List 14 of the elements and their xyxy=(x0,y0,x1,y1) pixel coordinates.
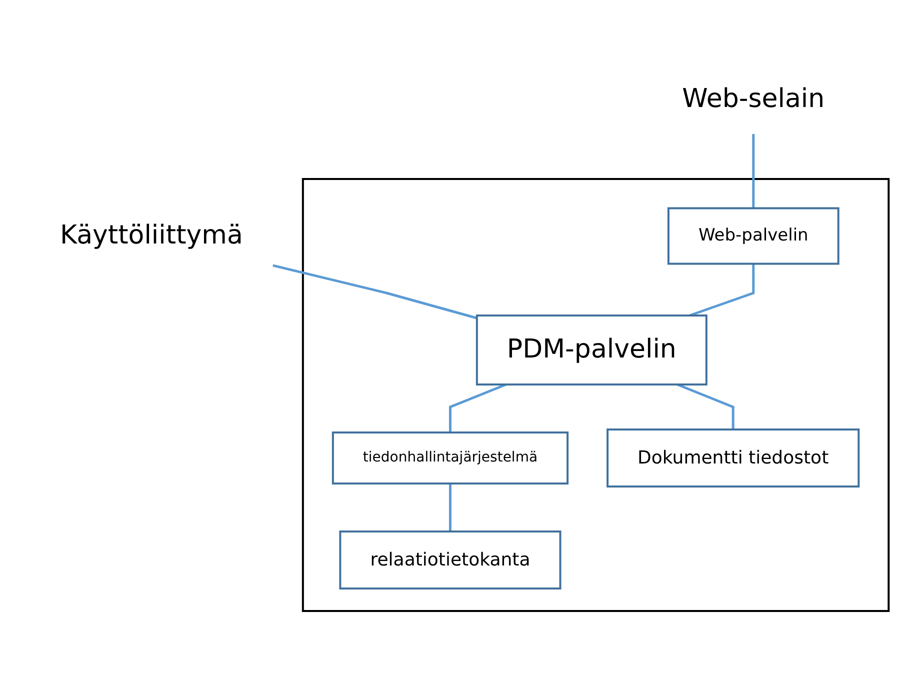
node-box: relaatiotietokanta xyxy=(339,530,562,589)
connector xyxy=(752,134,755,208)
node-box: Dokumentti tiedostot xyxy=(606,428,860,487)
connector xyxy=(449,382,507,432)
node-text: Web-selain xyxy=(682,84,825,114)
connector xyxy=(676,382,735,429)
node-box: tiedonhallintajärjestelmä xyxy=(332,431,569,484)
node-box: Web-palvelin xyxy=(668,206,840,264)
node-box: PDM-palvelin xyxy=(476,314,708,385)
connector xyxy=(689,263,755,316)
node-text: Käyttöliittymä xyxy=(60,220,244,250)
connector xyxy=(272,264,478,319)
connector xyxy=(449,483,452,531)
cluster xyxy=(302,178,890,612)
